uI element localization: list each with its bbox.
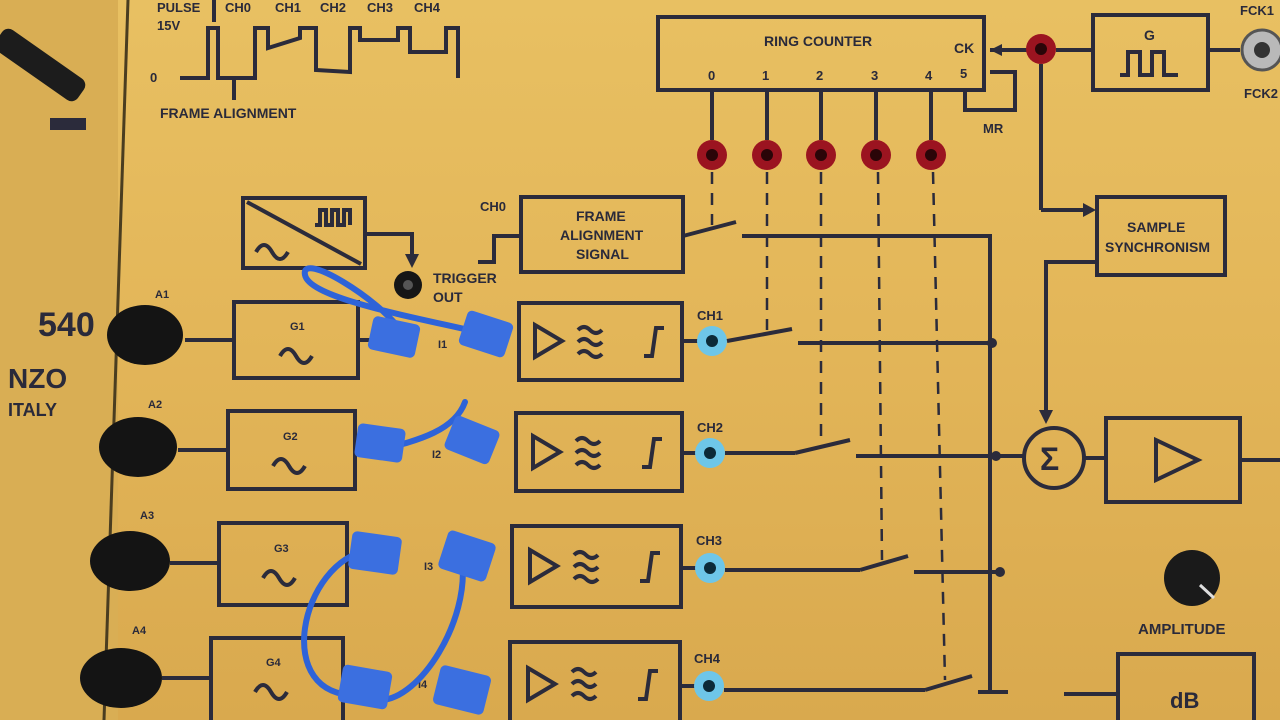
ring-counter-output-label: 3 [871, 68, 878, 83]
generator-label: G [1144, 27, 1155, 43]
jack-label: I1 [438, 339, 447, 351]
probe-cable [0, 28, 86, 130]
amplitude-knob-a1[interactable] [107, 305, 183, 365]
sample-synchronism-block: SAMPLE SYNCHRONISM [1039, 64, 1227, 424]
ring-counter-sockets [697, 34, 1056, 170]
channel-3-row: A3 G3 I3 CH3 [140, 510, 1005, 609]
pulse-channel-label: CH2 [320, 0, 346, 15]
country-label: ITALY [8, 400, 57, 420]
panel-edge [102, 0, 130, 720]
ring-counter-output-label: 2 [816, 68, 823, 83]
trigger-label-2: OUT [433, 289, 463, 305]
amplitude-knob-a3[interactable] [90, 531, 170, 591]
frame-line1: FRAME [576, 208, 626, 224]
clock-label: CK [954, 40, 974, 56]
channel-knobs [80, 305, 183, 708]
pulse-channel-label: CH1 [275, 0, 301, 15]
pulse-channel-label: CH4 [414, 0, 441, 15]
channel-2-row: A2 G2 I2 CH2 [148, 399, 1024, 493]
channel-output-label: CH3 [696, 533, 722, 548]
clock-generator-block: G FCK1 FCK2 [1056, 3, 1280, 101]
channel-output-label: CH1 [697, 308, 723, 323]
patch-cables [301, 265, 514, 715]
sample-sync-line2: SYNCHRONISM [1105, 239, 1210, 255]
fck1-label: FCK1 [1240, 3, 1274, 18]
ring-counter-output-label: 4 [925, 68, 933, 83]
knob-label: A1 [155, 289, 169, 301]
pulse-timing-diagram: PULSE 15V 0 CH0 CH1 CH2 CH3 CH4 FRAME AL… [150, 0, 460, 121]
knob-label: A2 [148, 399, 162, 411]
ring-counter-output-label: 5 [960, 66, 967, 81]
channel-4-row: A4 G4 I4 CH4 [132, 625, 1008, 720]
knob-label: A3 [140, 510, 154, 522]
fck2-label: FCK2 [1244, 86, 1278, 101]
attenuator-label: dB [1170, 688, 1199, 713]
jack-label: I2 [432, 449, 441, 461]
frame-alignment-caption: FRAME ALIGNMENT [160, 105, 297, 121]
jack-label: I3 [424, 561, 433, 573]
trigger-label-1: TRIGGER [433, 270, 497, 286]
frame-ch0-label: CH0 [480, 199, 506, 214]
level-low-label: 0 [150, 70, 157, 85]
generator-label: G2 [283, 431, 298, 443]
amplitude-knob-a4[interactable] [80, 648, 162, 708]
pulse-label: PULSE [157, 0, 201, 15]
pulse-channel-label: CH0 [225, 0, 251, 15]
generator-label: G3 [274, 543, 289, 555]
frame-line2: ALIGNMENT [560, 227, 644, 243]
brand-name: NZO [8, 363, 67, 394]
sample-sync-line1: SAMPLE [1127, 219, 1185, 235]
model-number: 540 [38, 306, 95, 344]
frame-line3: SIGNAL [576, 246, 629, 262]
ring-counter-output-label: 0 [708, 68, 715, 83]
channel-1-row: A1 G1 I1 CH1 [155, 289, 997, 382]
frame-alignment-block: CH0 FRAME ALIGNMENT SIGNAL [478, 195, 992, 690]
ring-counter-title: RING COUNTER [764, 33, 872, 49]
ring-counter-block: RING COUNTER 0 1 2 3 4 5 CK MR [656, 15, 1030, 136]
master-reset-label: MR [983, 121, 1004, 136]
pulse-channel-label: CH3 [367, 0, 393, 15]
knob-label: A4 [132, 625, 147, 637]
channel-output-label: CH2 [697, 420, 723, 435]
amplitude-label: AMPLITUDE [1138, 621, 1226, 638]
left-side-strip [0, 0, 118, 720]
summer-symbol: Σ [1040, 441, 1059, 477]
ring-counter-output-lines [710, 90, 947, 681]
output-stage: Σ AMPLITUDE dB [1022, 416, 1280, 720]
generator-label: G1 [290, 321, 305, 333]
generator-label: G4 [266, 657, 282, 669]
ring-counter-output-label: 1 [762, 68, 769, 83]
converter-block: TRIGGER OUT [241, 196, 497, 305]
jack-label: I4 [418, 679, 428, 691]
channel-output-label: CH4 [694, 651, 721, 666]
level-high-label: 15V [157, 18, 180, 33]
amplitude-knob-a2[interactable] [99, 417, 177, 477]
